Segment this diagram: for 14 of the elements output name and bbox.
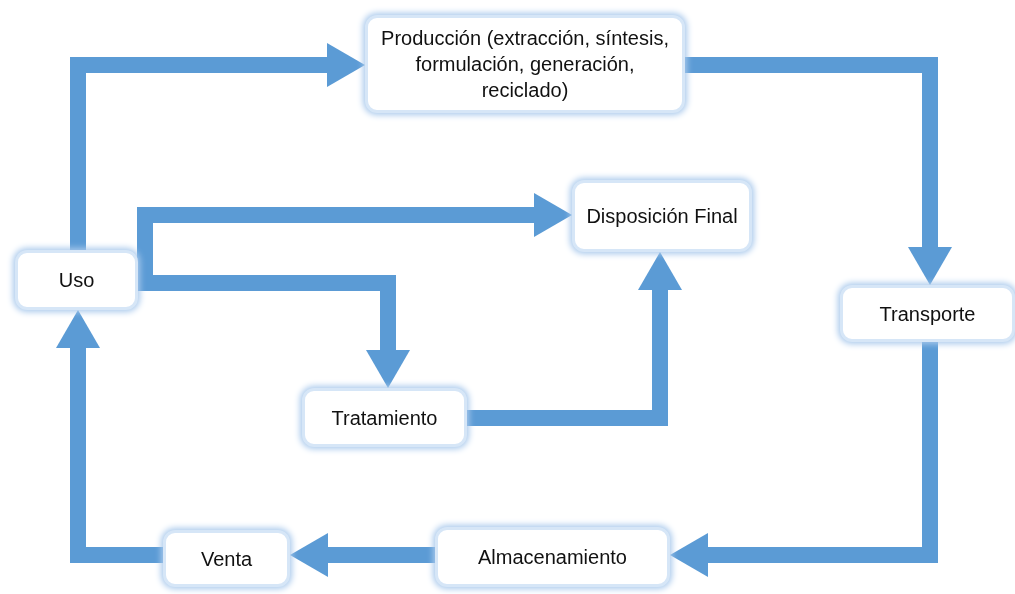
process-box: Disposición Final xyxy=(572,180,752,252)
arrow xyxy=(685,57,952,285)
process-box: Almacenamiento xyxy=(435,527,670,587)
process-box: Producción (extracción, síntesis, formulación, generación, reciclado) xyxy=(365,15,685,113)
arrow xyxy=(670,342,938,577)
process-box: Transporte xyxy=(840,285,1015,342)
arrow xyxy=(138,275,410,388)
process-box: Uso xyxy=(15,250,138,310)
arrow xyxy=(56,310,163,563)
process-box: Tratamiento xyxy=(302,388,467,447)
arrow xyxy=(290,533,435,577)
arrow xyxy=(467,252,682,426)
process-box: Venta xyxy=(163,530,290,587)
arrow xyxy=(70,43,365,250)
